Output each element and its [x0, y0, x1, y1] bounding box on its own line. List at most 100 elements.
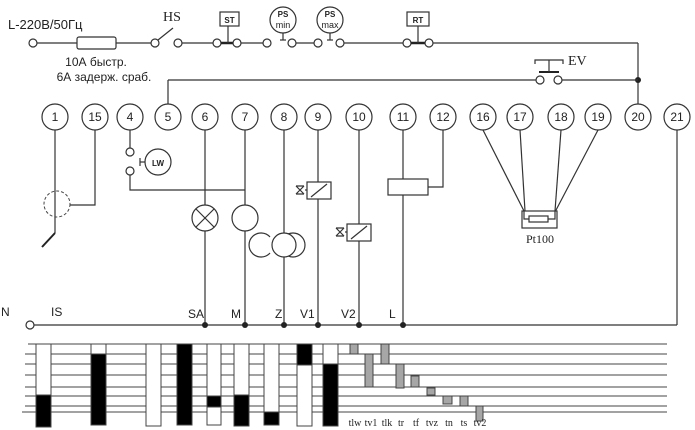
timing-bar-4 — [176, 343, 193, 426]
svg-text:15: 15 — [88, 110, 102, 124]
m-label: M — [231, 307, 241, 321]
timing-step-tf — [410, 375, 420, 388]
timing-bar-7 — [263, 343, 280, 426]
terminal-12: 12 — [429, 103, 457, 131]
hs-switch — [157, 27, 174, 41]
supply-label: L-220В/50Гц — [8, 17, 83, 32]
timing-label: tr — [398, 418, 405, 429]
timing-bar-2 — [90, 343, 107, 426]
timing-bar-8 — [296, 343, 313, 427]
terminal-9: 9 — [304, 103, 332, 131]
terminal-16: 16 — [469, 103, 497, 131]
rt-box — [406, 11, 430, 27]
terminal-15: 15 — [81, 103, 109, 131]
timing-labels: tlw tv1 tlk tr tf tvz tn ts tv2 — [349, 418, 487, 429]
valve-v1-icon — [295, 181, 332, 200]
terminal-6: 6 — [191, 103, 219, 131]
terminal-11: 11 — [389, 103, 417, 131]
timing-label: tlk — [382, 418, 393, 429]
level-float — [43, 190, 71, 218]
timing-label: tf — [413, 418, 420, 429]
timing-step-tv1 — [364, 353, 374, 388]
svg-text:20: 20 — [631, 110, 645, 124]
timing-label: tv2 — [474, 418, 487, 429]
pt100-label: Pt100 — [526, 232, 554, 246]
terminal-strip: 1 15 4 5 6 7 8 9 10 11 12 16 17 18 19 20… — [41, 103, 691, 131]
timing-step-tlk — [380, 343, 390, 365]
terminal-8: 8 — [270, 103, 298, 131]
v2-label: V2 — [341, 307, 356, 321]
svg-text:4: 4 — [127, 110, 134, 124]
timing-diagram — [22, 343, 667, 428]
timing-bar-6 — [233, 343, 250, 427]
st-label: ST — [224, 16, 234, 25]
timing-bar-9 — [322, 343, 339, 427]
ps-min-sub: min — [276, 20, 291, 30]
valve-v2-icon — [335, 223, 372, 242]
st-box — [219, 11, 240, 27]
svg-text:16: 16 — [476, 110, 490, 124]
svg-text:7: 7 — [242, 110, 249, 124]
v1-label: V1 — [300, 307, 315, 321]
timing-bar-5 — [206, 343, 222, 426]
svg-text:11: 11 — [397, 110, 410, 124]
lamp-icon — [191, 204, 219, 232]
timing-step-ts — [459, 395, 469, 407]
svg-text:1: 1 — [52, 110, 59, 124]
svg-text:6: 6 — [202, 110, 209, 124]
terminal-7: 7 — [231, 103, 259, 131]
timing-bar-3 — [145, 343, 162, 427]
sa-label: SA — [188, 307, 204, 321]
ps-max-label: PS — [325, 10, 336, 19]
svg-text:21: 21 — [670, 110, 684, 124]
terminal-18: 18 — [547, 103, 575, 131]
timing-label: ts — [461, 418, 468, 429]
ev-label: EV — [568, 54, 587, 69]
timing-step-tvz — [426, 387, 436, 396]
terminal-20: 20 — [624, 103, 652, 131]
rt-label: RT — [413, 16, 424, 25]
terminal-17: 17 — [506, 103, 534, 131]
svg-text:10: 10 — [352, 110, 366, 124]
motor-icon — [231, 204, 259, 232]
z-label: Z — [275, 307, 282, 321]
terminal-19: 19 — [584, 103, 612, 131]
ps-min-gauge — [269, 6, 297, 34]
timing-label: tlw — [349, 418, 363, 429]
svg-text:9: 9 — [315, 110, 322, 124]
lw-sensor — [144, 148, 172, 176]
ps-max-sub: max — [321, 20, 339, 30]
timing-step-tn — [442, 395, 453, 405]
timing-step-tv2 — [475, 405, 484, 422]
heater-l — [387, 178, 429, 196]
terminal-21: 21 — [663, 103, 691, 131]
terminal-4: 4 — [116, 103, 144, 131]
terminal-10: 10 — [345, 103, 373, 131]
timing-label: tvz — [426, 418, 439, 429]
timing-step-tr — [395, 363, 405, 389]
pump-icon — [248, 232, 306, 258]
svg-text:17: 17 — [513, 110, 527, 124]
l-label: L — [389, 307, 396, 321]
fuse-label-2: 6А задерж. сраб. — [57, 70, 152, 84]
field-wiring — [25, 129, 678, 330]
ps-min-label: PS — [278, 10, 289, 19]
is-label: IS — [51, 305, 62, 319]
svg-text:12: 12 — [436, 110, 450, 124]
lw-label: LW — [152, 159, 164, 168]
terminal-5: 5 — [154, 103, 182, 131]
svg-text:19: 19 — [591, 110, 605, 124]
ps-max-gauge — [316, 6, 344, 34]
timing-label: tv1 — [365, 418, 378, 429]
timing-label: tn — [445, 418, 453, 429]
timing-step-tlw — [349, 343, 359, 355]
fuse — [76, 36, 117, 50]
fuse-label-1: 10А быстр. — [65, 55, 127, 69]
svg-text:8: 8 — [281, 110, 288, 124]
pt100-sensor — [521, 210, 558, 229]
supply-line — [28, 26, 641, 104]
svg-text:18: 18 — [554, 110, 568, 124]
hs-label: HS — [163, 10, 181, 25]
terminal-1: 1 — [41, 103, 69, 131]
